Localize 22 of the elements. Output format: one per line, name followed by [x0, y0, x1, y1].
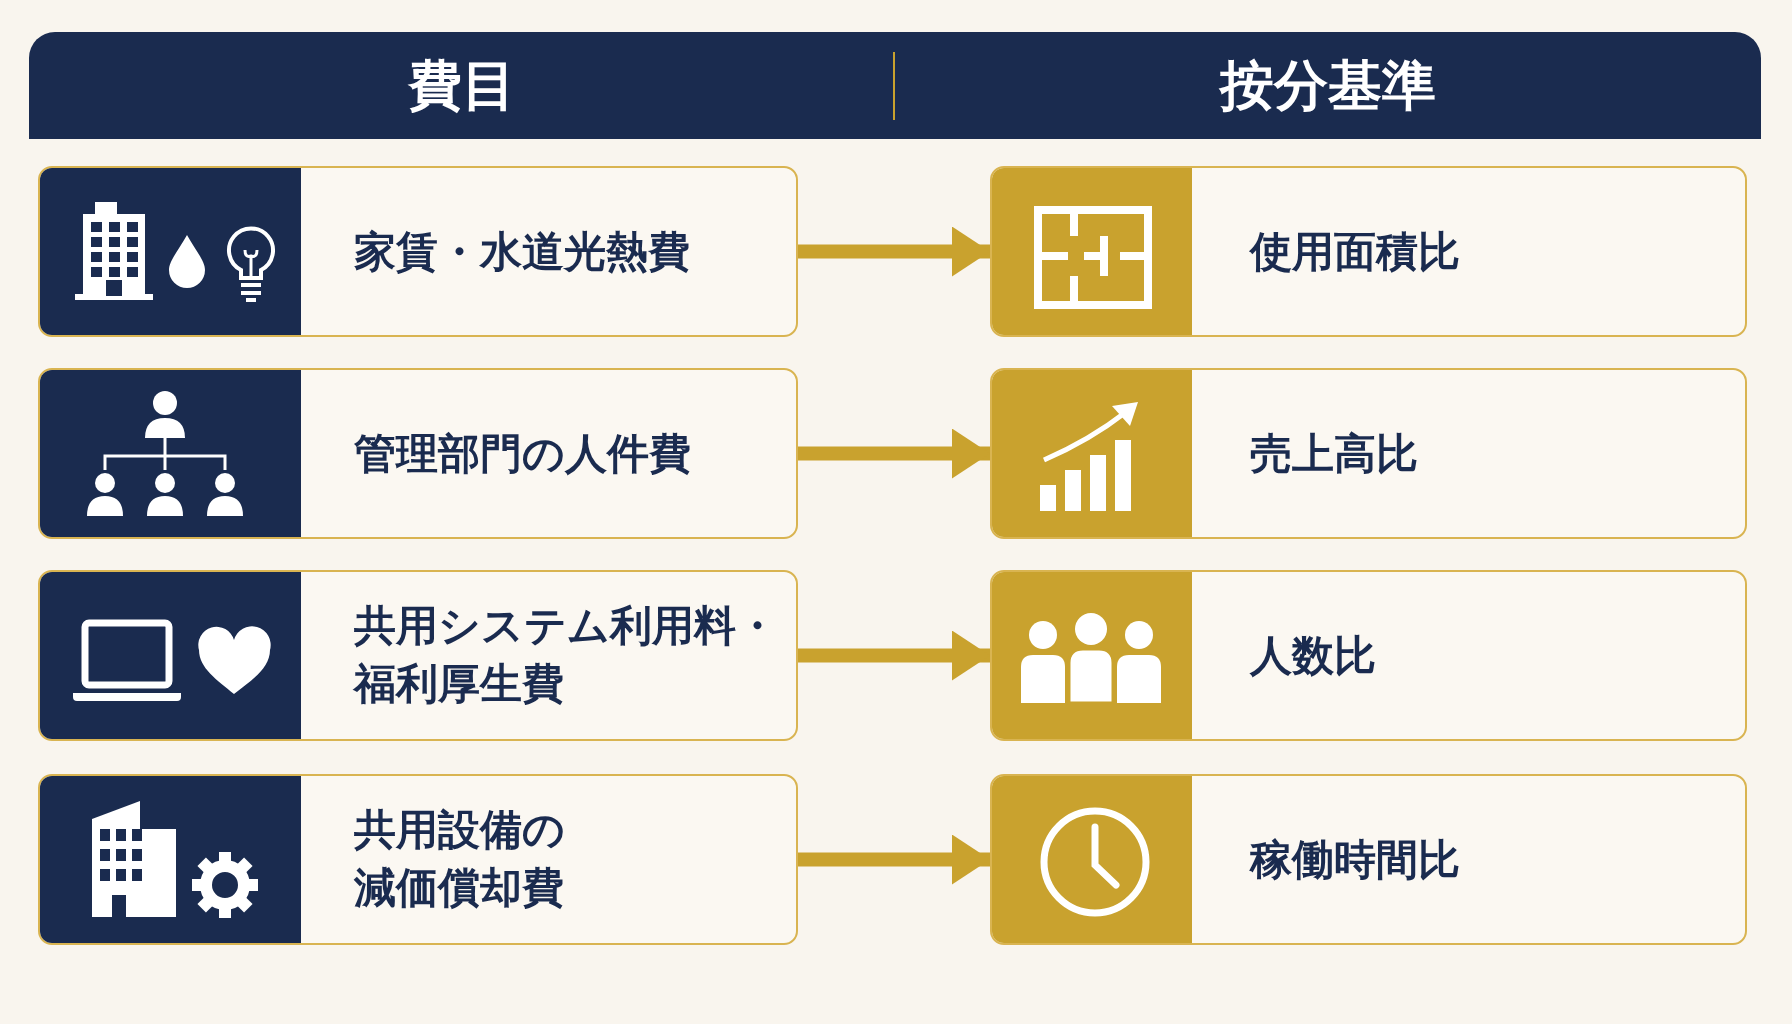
card: [38, 368, 798, 539]
cost-item-text: 家賃・水道光熱費: [354, 225, 691, 278]
card: [990, 368, 1747, 539]
cost-item-text: 管理部門の人件費: [354, 427, 692, 480]
card: [38, 570, 798, 741]
column-heading: 費目: [406, 53, 517, 119]
column-heading: 按分基準: [1218, 53, 1437, 119]
arrow: [798, 428, 990, 479]
card: [38, 774, 798, 945]
card: [990, 570, 1747, 741]
arrow: [798, 834, 990, 885]
card: [990, 166, 1747, 337]
arrow: [798, 630, 990, 681]
allocation-basis-text: 使用面積比: [1250, 225, 1461, 278]
cost-item-text: 共用設備の減価償却費: [354, 803, 566, 915]
cost-item-text: 共用システム利用料・福利厚生費: [354, 599, 779, 711]
allocation-basis-text: 稼働時間比: [1250, 833, 1461, 886]
arrow: [798, 226, 990, 277]
allocation-basis-text: 売上高比: [1250, 427, 1419, 480]
card: [38, 166, 798, 337]
allocation-basis-text: 人数比: [1250, 629, 1377, 682]
card: [990, 774, 1747, 945]
